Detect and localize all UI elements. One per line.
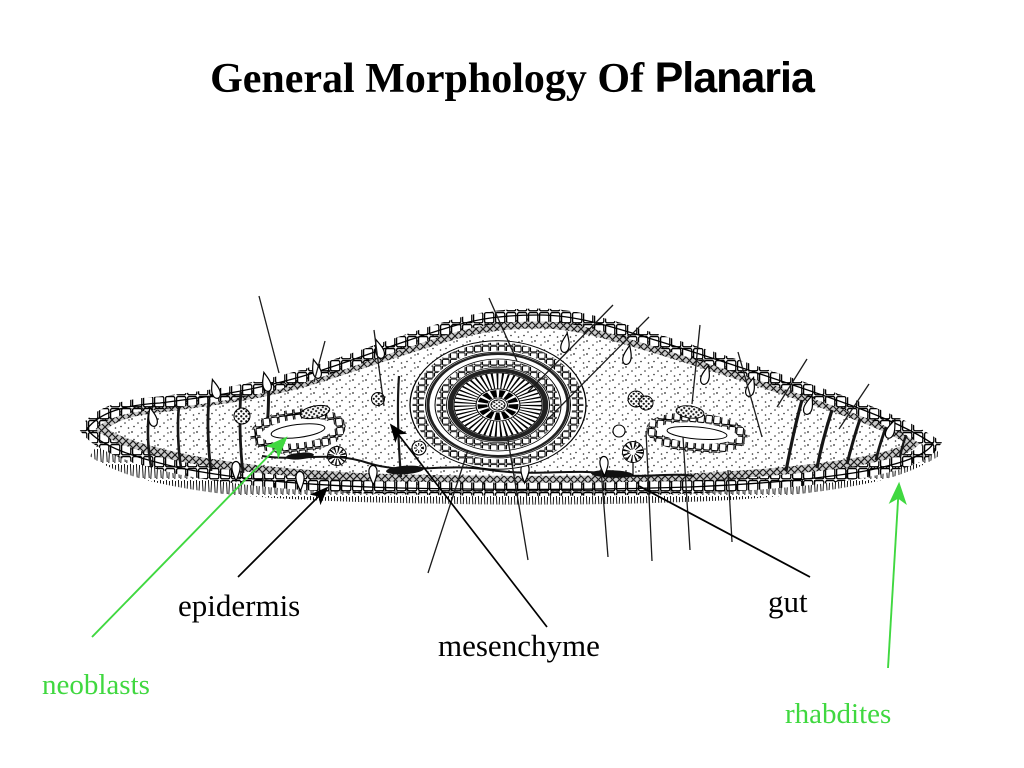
epidermis-arrow — [237, 486, 329, 578]
title-text-serif: General Morphology Of — [210, 56, 645, 102]
annotations: epidermis mesenchyme gut neoblasts rhabd… — [42, 423, 907, 730]
label-rhabdites: rhabdites — [785, 698, 891, 730]
label-gut: gut — [768, 584, 808, 619]
neoblasts-arrow — [91, 436, 288, 638]
rhabdites-arrow — [887, 481, 907, 669]
label-neoblasts: neoblasts — [42, 669, 150, 701]
gut-leader-line — [638, 485, 811, 578]
label-mesenchyme: mesenchyme — [438, 628, 600, 663]
pharynx — [409, 340, 587, 470]
flame-cells — [327, 424, 644, 476]
cell-clusters — [233, 390, 654, 425]
label-epidermis: epidermis — [178, 588, 300, 623]
planaria-body — [78, 295, 942, 574]
ventral-nerve-cords — [261, 452, 695, 478]
page-title: General Morphology Of Planaria — [0, 54, 1024, 103]
engraving-leader-lines — [258, 295, 870, 574]
title-text-bold: Planaria — [654, 54, 815, 102]
dorsoventral-muscles-right — [784, 399, 908, 472]
gut-branch-right — [646, 405, 748, 454]
mesenchyme-arrow — [389, 423, 548, 628]
muscle-layer-band — [94, 319, 922, 485]
